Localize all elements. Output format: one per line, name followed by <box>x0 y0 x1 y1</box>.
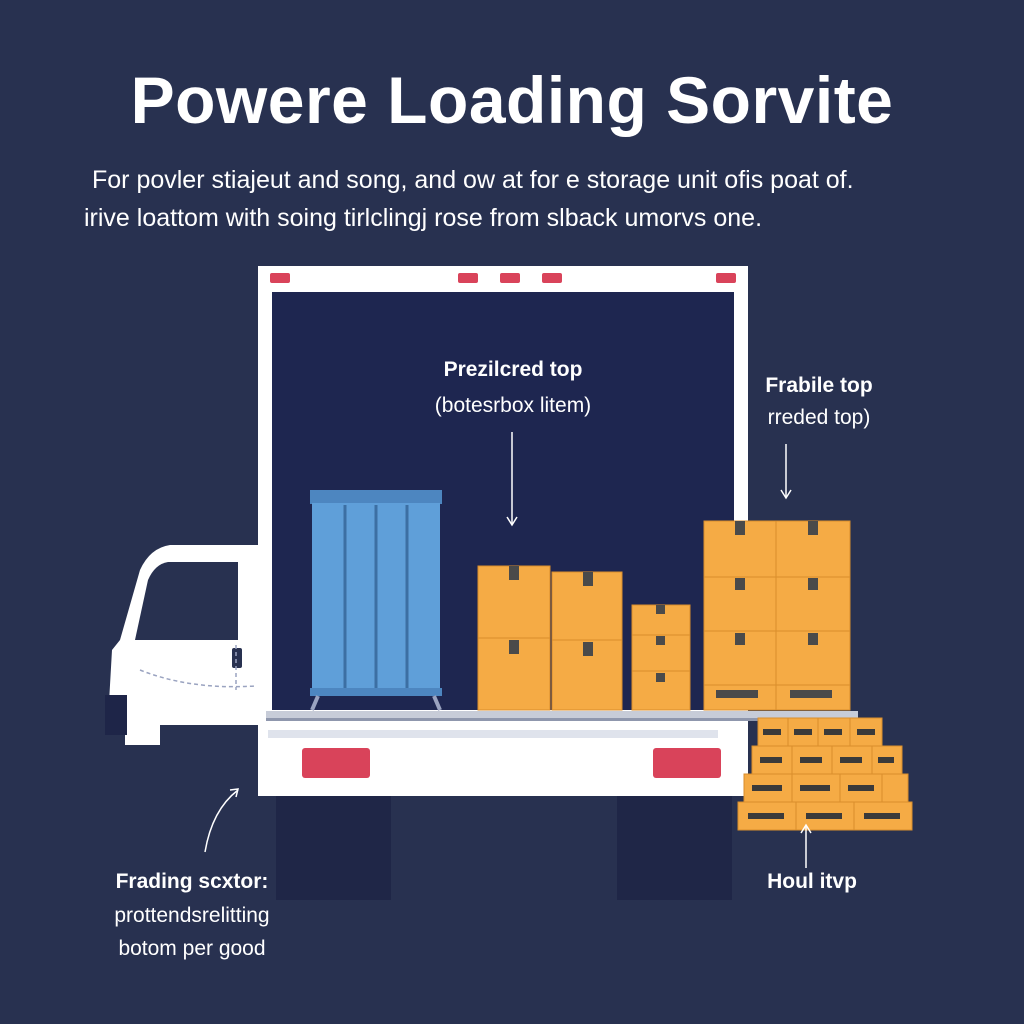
marker-lights <box>270 273 736 283</box>
label-right-caption: rreded top) <box>767 406 871 429</box>
label-bottom-left-line3: botom per good <box>118 937 266 960</box>
label-bottom-left-line2: prottendsrelitting <box>114 904 270 927</box>
pallet-marks <box>748 729 900 819</box>
subtitle-line-2: irive loattom with soing tirlclingj rose… <box>84 204 763 232</box>
box-tape-marks <box>509 521 832 698</box>
callout-arrows <box>204 432 812 868</box>
blue-storage-bin <box>310 490 442 711</box>
page-title: Powere Loading Sorvite <box>130 63 894 137</box>
truck-cab <box>105 545 262 745</box>
label-center-title: Prezilcred top <box>443 358 583 381</box>
label-bottom-right-title: Houl itvp <box>767 870 857 893</box>
label-bottom-left-title: Frading scxtor: <box>115 870 269 893</box>
label-center-caption: (botesrbox litem) <box>434 394 592 417</box>
label-right-title: Frabile top <box>765 374 873 397</box>
tail-lights <box>302 748 721 778</box>
subtitle-line-1: For povler stiajeut and song, and ow at … <box>92 166 854 194</box>
truck-wheels <box>276 790 732 900</box>
